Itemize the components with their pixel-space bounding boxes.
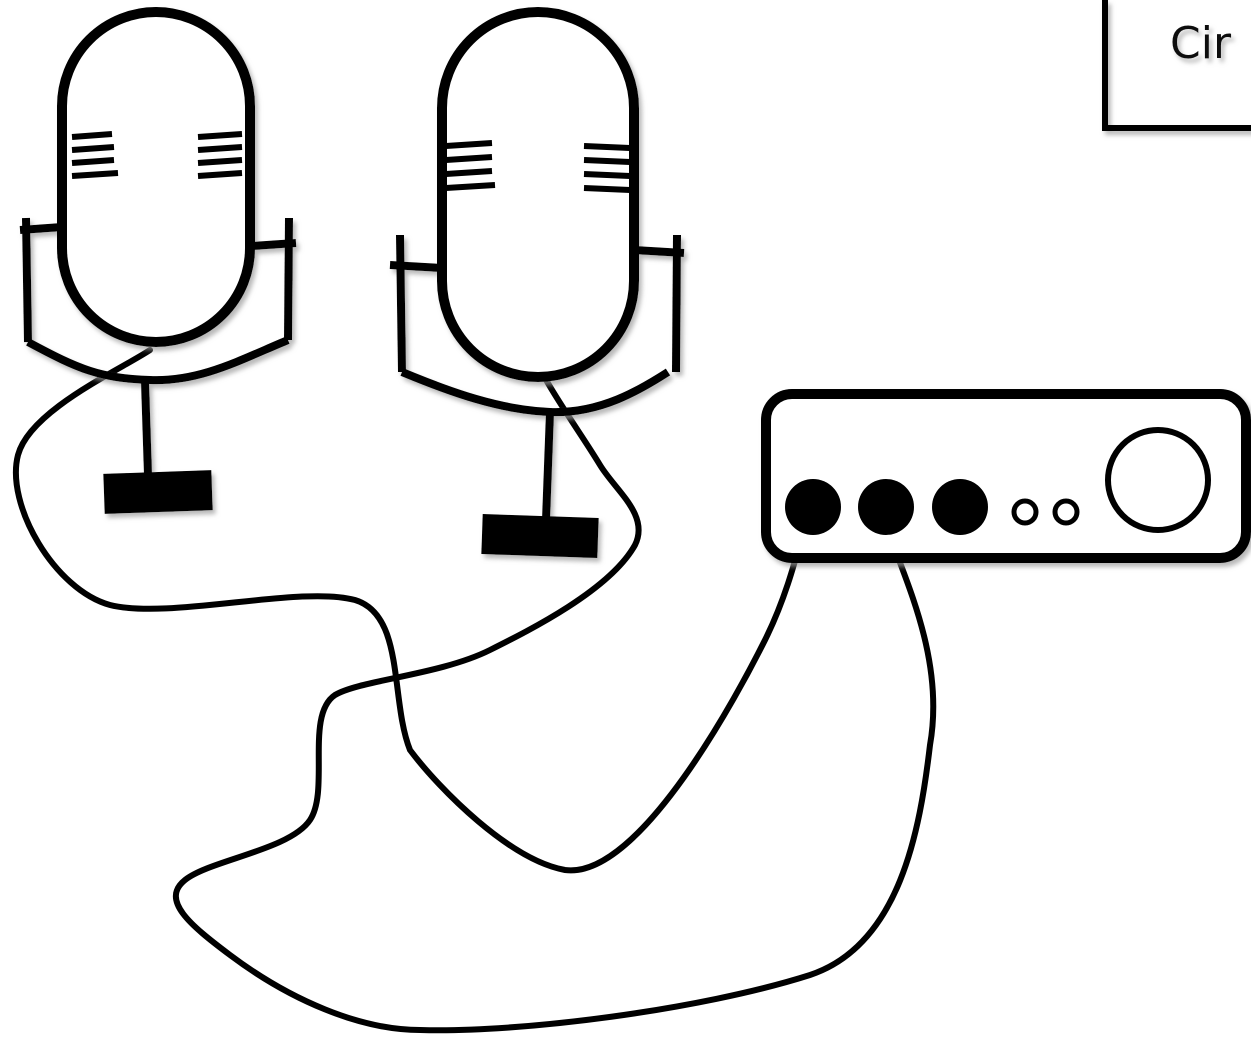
mic-cradle [389,234,685,521]
small-jack-1 [1011,498,1039,526]
caption-box: Cir [1102,0,1251,131]
microphone-icon [389,7,685,559]
input-jack-1 [785,479,841,535]
cable-right-mic [172,375,937,1034]
cable-plugs [802,512,891,533]
mic-capsule [57,7,255,347]
small-jack-2 [1052,498,1080,526]
microphone-icon [19,7,297,514]
caption-text: Cir [1170,18,1232,69]
mic-grille-marks [71,131,243,179]
input-jack-2 [858,479,914,535]
mic-cradle [19,217,297,476]
audio-interface-icon [761,389,1251,563]
mic-base [481,513,599,559]
mic-grille-marks [445,140,631,193]
mic-base [103,470,213,514]
cables [13,347,937,1034]
caption-box-frame [1102,0,1251,131]
input-jack-3 [932,479,988,535]
volume-knob [1105,427,1211,533]
cable-left-mic [13,347,808,874]
mic-capsule [437,7,639,382]
